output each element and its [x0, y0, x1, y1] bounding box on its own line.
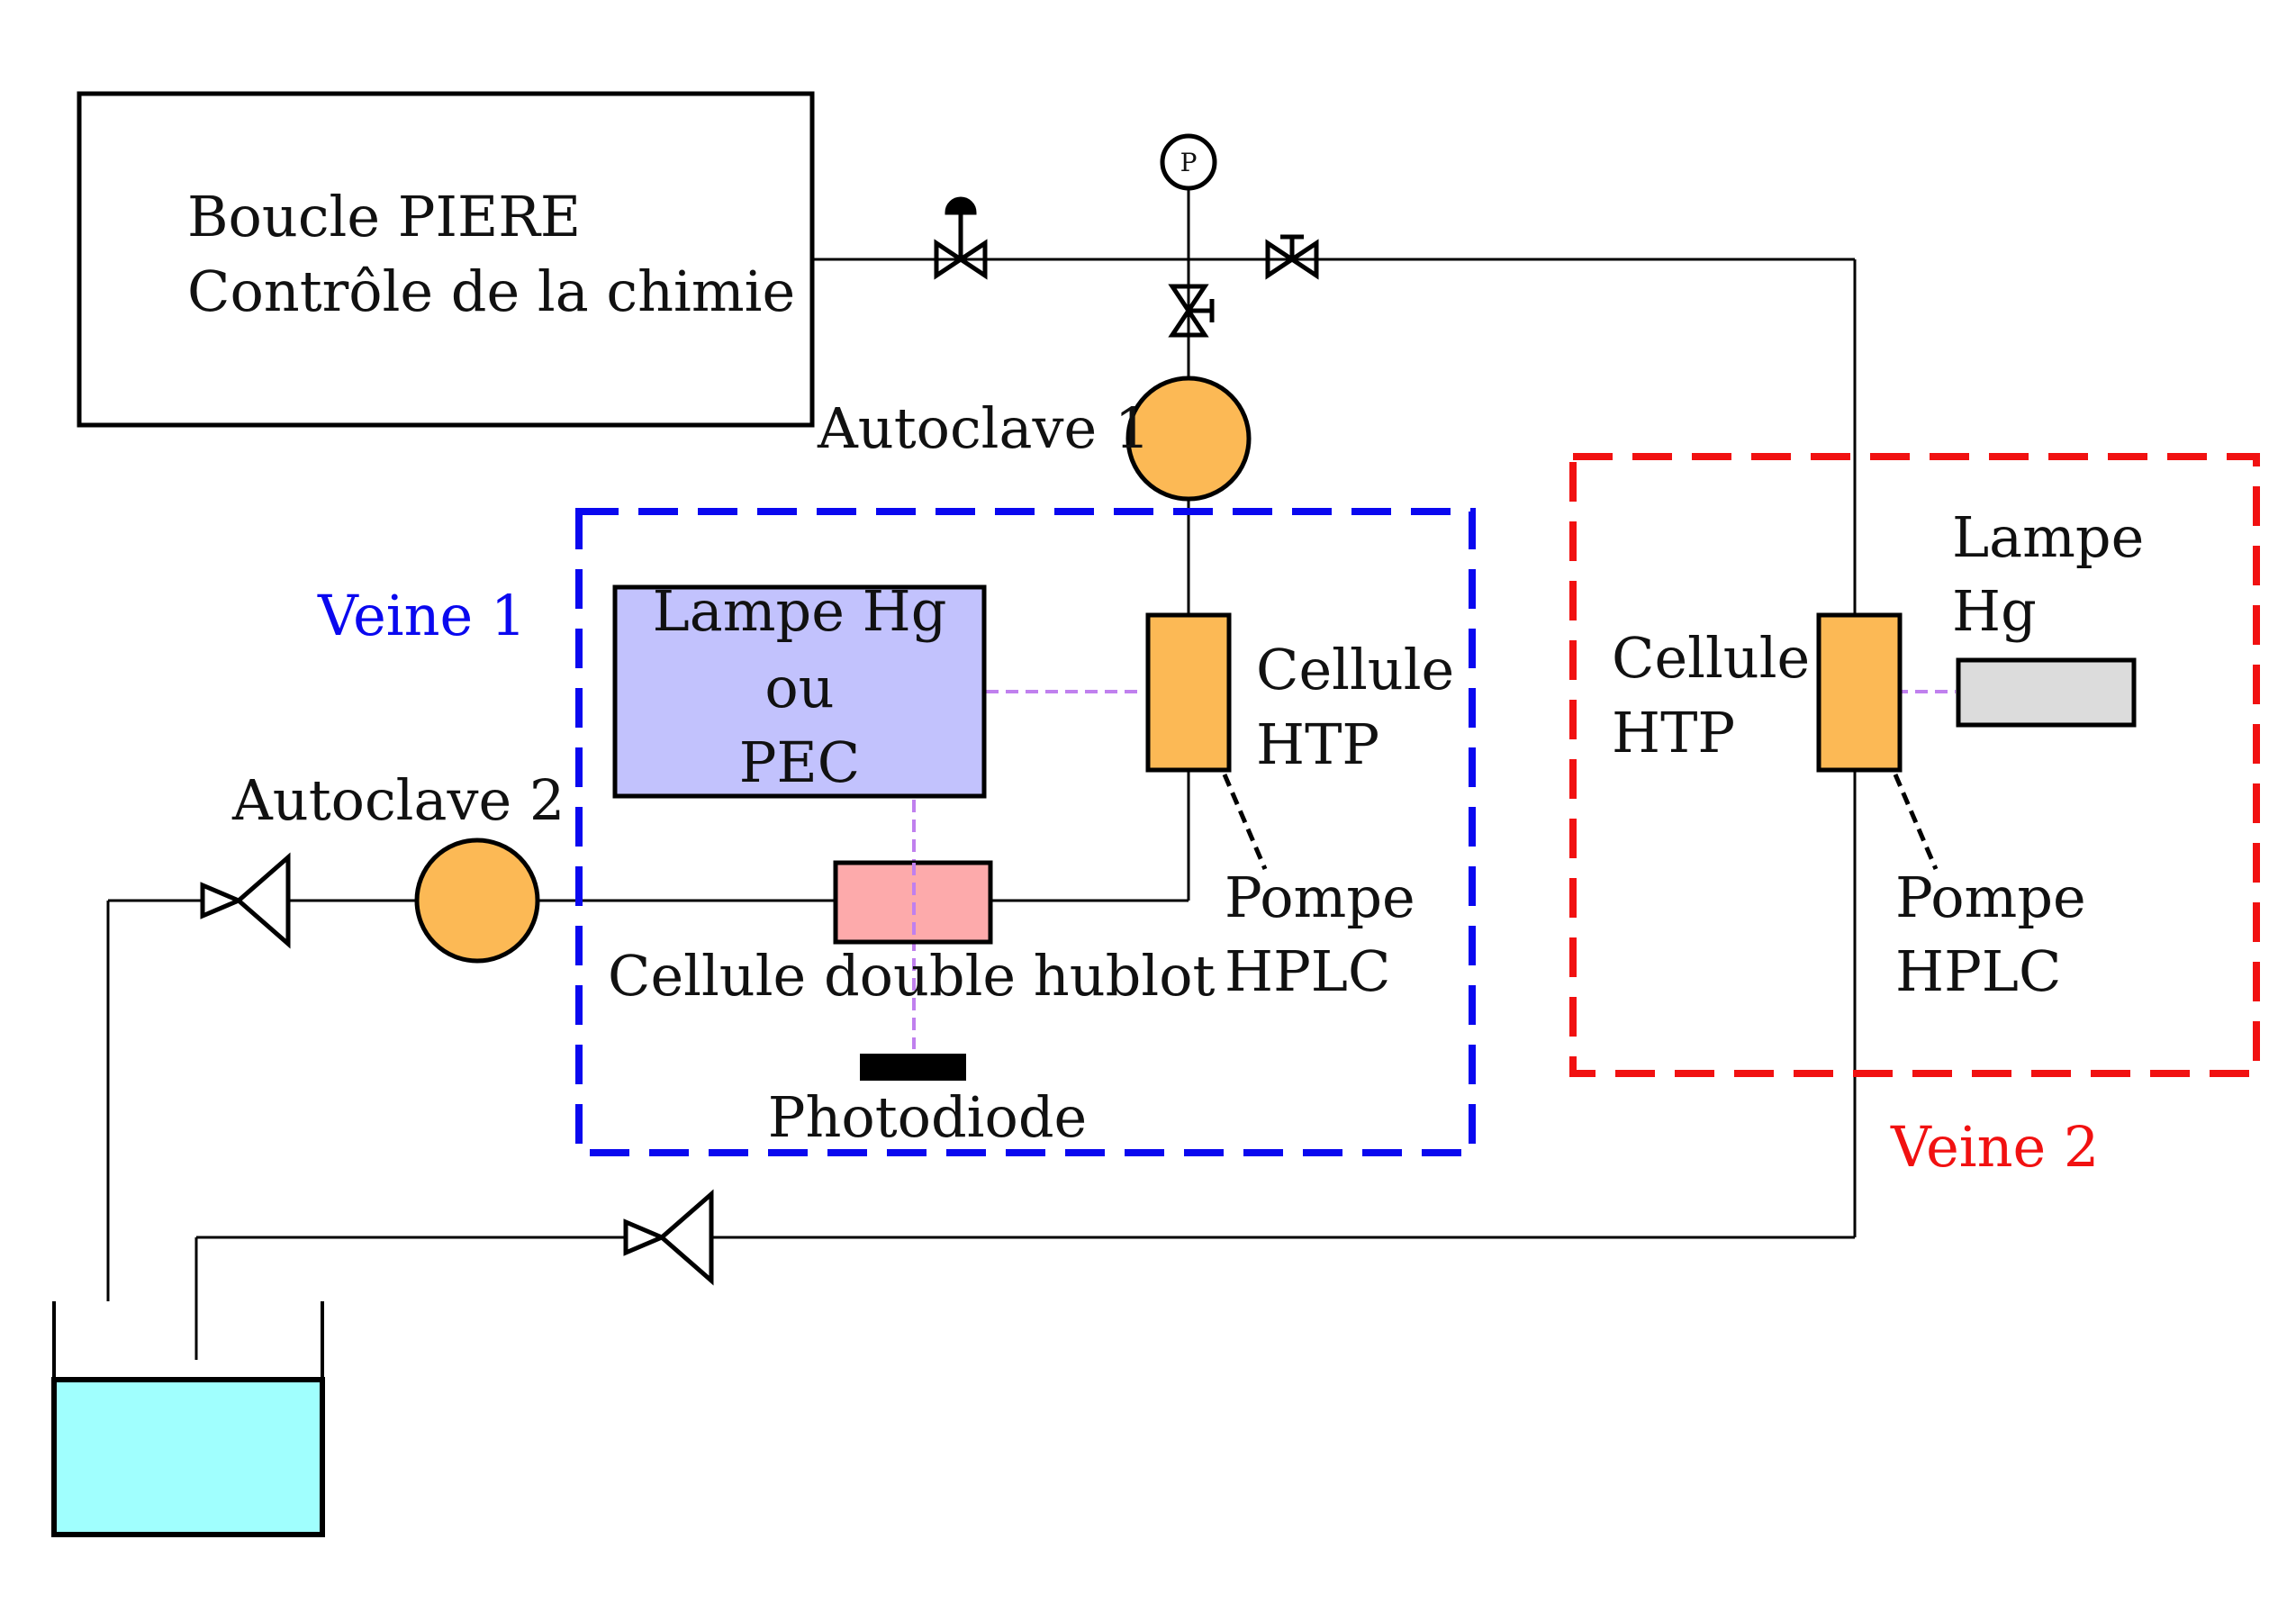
vein-1-lamp-pec [612, 584, 987, 799]
check-valve-icon-left [200, 852, 291, 949]
pressure-gauge-icon: P [1160, 133, 1217, 191]
vein-1-lamp-line3: PEC [739, 729, 860, 795]
vein-2-cell-line1: Cellule [1612, 625, 1810, 691]
vein-2-htp-cell [1816, 612, 1903, 773]
check-valve-icon-bottom [623, 1189, 714, 1286]
vein-2-pump-line1: Pompe [1895, 865, 2086, 930]
vein-1-pump-line1: Pompe [1225, 865, 1415, 930]
autoclave-1: Autoclave 1 [817, 376, 1252, 502]
autoclave-1-vessel [1125, 376, 1252, 502]
vein-1-cell-line1: Cellule [1256, 637, 1454, 702]
vein-1: Veine 1 Lampe Hg ou PEC Cellule HTP Pomp… [317, 508, 1476, 1156]
autoclave-2-vessel [414, 838, 540, 964]
vein-1-pump-line2: HPLC [1225, 938, 1390, 1004]
autoclave-1-label: Autoclave 1 [817, 395, 1150, 461]
hand-valve-icon [934, 196, 988, 280]
vein-1-lamp-line1: Lampe Hg [653, 578, 947, 644]
loop-box-line1: Boucle PIERE [187, 184, 581, 249]
vein-2-pump-pointer [1893, 774, 1939, 870]
valve-icon-vertical [1168, 284, 1215, 338]
vein-1-lamp-line2: ou [764, 655, 834, 720]
vein-2-label: Veine 2 [1890, 1114, 2099, 1180]
vein-2: Veine 2 Cellule HTP Lampe Hg Pompe HPLC [1569, 453, 2260, 1180]
vein-1-photodiode [860, 1054, 966, 1081]
vein-1-frame [575, 508, 1476, 1156]
autoclave-2-label: Autoclave 2 [231, 767, 565, 833]
vein-1-pump-pointer [1222, 774, 1268, 870]
vein-2-pump-line2: HPLC [1895, 938, 2061, 1004]
tank-water [51, 1377, 325, 1537]
vein-2-lamp-line2: Hg [1952, 578, 2037, 644]
pressure-gauge-symbol: P [1180, 148, 1198, 177]
autoclave-2: Autoclave 2 [231, 767, 565, 964]
vein-1-photodiode-label: Photodiode [768, 1084, 1087, 1150]
loop-box-frame [77, 91, 815, 428]
vein-2-cell-line2: HTP [1612, 700, 1735, 765]
vein-1-cell-line2: HTP [1256, 711, 1379, 777]
vein-1-htp-cell [1145, 612, 1232, 773]
vein-2-hg-lamp [1956, 657, 2137, 728]
loop-box: Boucle PIERE Contrôle de la chimie [77, 91, 815, 428]
valve-icon-right [1265, 234, 1319, 280]
vein-2-lamp-line1: Lampe [1952, 504, 2144, 570]
reservoir-tank [51, 1301, 325, 1537]
vein-2-frame [1569, 453, 2260, 1077]
vein-1-double-cell-label: Cellule double hublot [608, 943, 1216, 1009]
vein-1-label: Veine 1 [317, 583, 526, 648]
loop-box-line2: Contrôle de la chimie [187, 258, 795, 324]
